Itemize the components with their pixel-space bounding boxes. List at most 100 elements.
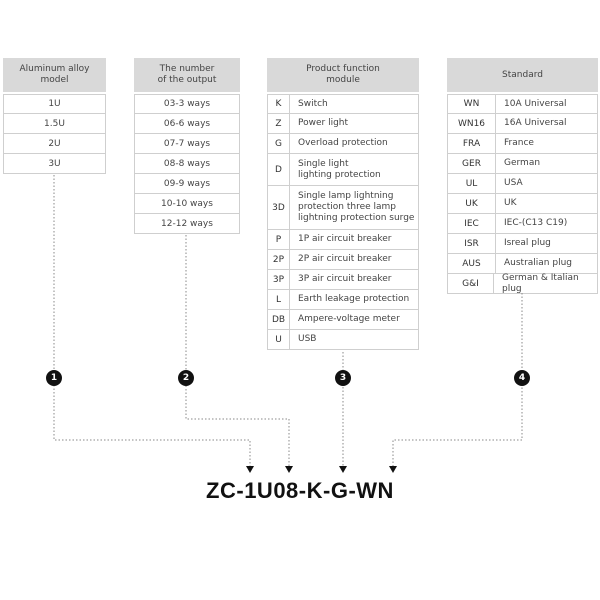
header-line: Aluminum alloy	[19, 64, 90, 74]
header-line: Product function	[306, 64, 380, 74]
cell-value: 3U	[48, 158, 61, 169]
cell-value: 09-9 ways	[163, 178, 211, 189]
table-body: 03-3 ways 06-6 ways 07-7 ways 08-8 ways …	[134, 94, 240, 234]
row-description: Overload protection	[290, 134, 388, 153]
badge-2: 2	[178, 370, 194, 386]
row-code: FRA	[448, 134, 496, 153]
table-row: 08-8 ways	[134, 154, 240, 174]
row-description: IEC-(C13 C19)	[496, 214, 567, 233]
cell-value: 1U	[48, 99, 61, 109]
desc-line: USB	[298, 334, 317, 344]
header-line: model	[40, 75, 69, 85]
desc-line: 1P air circuit breaker	[298, 234, 392, 244]
header-line: of the output	[157, 75, 217, 85]
row-description: 3P air circuit breaker	[290, 270, 391, 289]
badge-1: 1	[46, 370, 62, 386]
badge-3: 3	[335, 370, 351, 386]
table-row: ISR Isreal plug	[447, 234, 598, 254]
table-row: 2U	[3, 134, 106, 154]
row-description: 2P air circuit breaker	[290, 250, 391, 269]
row-code: AUS	[448, 254, 496, 273]
cell-value: 03-3 ways	[163, 99, 211, 109]
table-row: IEC IEC-(C13 C19)	[447, 214, 598, 234]
table-row: 1U	[3, 94, 106, 114]
row-code: UL	[448, 174, 496, 193]
row-code: G&I	[448, 274, 494, 293]
arrow-3	[339, 466, 347, 473]
table-row: UK UK	[447, 194, 598, 214]
desc-line: lighting protection	[298, 169, 381, 180]
table-header: Standard	[447, 58, 598, 92]
row-code: G	[268, 134, 290, 153]
desc-line: protection three lamp	[298, 202, 397, 212]
cell-value: 2U	[48, 138, 61, 149]
model-code: ZC-1U08-K-G-WN	[206, 478, 394, 503]
desc-line: Single light	[298, 158, 349, 169]
table-row: 12-12 ways	[134, 214, 240, 234]
cell-value: 12-12 ways	[161, 218, 213, 229]
cell-value: 07-7 ways	[163, 138, 211, 149]
table-row: DB Ampere-voltage meter	[267, 310, 419, 330]
table-row: 3U	[3, 154, 106, 174]
desc-line: 2P air circuit breaker	[298, 254, 392, 264]
row-code: K	[268, 95, 290, 113]
table-row: 3P 3P air circuit breaker	[267, 270, 419, 290]
cell-value: 1.5U	[44, 118, 65, 129]
arrow-2	[285, 466, 293, 473]
table-row: AUS Australian plug	[447, 254, 598, 274]
table-row: FRA France	[447, 134, 598, 154]
row-description: Earth leakage protection	[290, 290, 409, 309]
header-line: The number	[159, 64, 215, 74]
row-description: 16A Universal	[496, 114, 567, 133]
table-row: U USB	[267, 330, 419, 350]
table-row: L Earth leakage protection	[267, 290, 419, 310]
desc-line: lightning protection surge	[298, 213, 415, 223]
row-description: France	[496, 134, 534, 153]
table-row: 07-7 ways	[134, 134, 240, 154]
desc-line: Power light	[298, 118, 349, 128]
row-code: 3D	[268, 186, 290, 229]
table-body: 1U 1.5U 2U 3U	[3, 94, 106, 174]
desc-line: 10A Universal	[504, 98, 567, 109]
row-code: DB	[268, 310, 290, 329]
table-row: 1.5U	[3, 114, 106, 134]
arrow-1	[246, 466, 254, 473]
table-row: 2P 2P air circuit breaker	[267, 250, 419, 270]
table-row: G Overload protection	[267, 134, 419, 154]
connector-4	[392, 293, 523, 468]
table-row: 06-6 ways	[134, 114, 240, 134]
row-code: IEC	[448, 214, 496, 233]
row-code: GER	[448, 154, 496, 173]
table-row: 10-10 ways	[134, 194, 240, 214]
row-code: D	[268, 154, 290, 185]
row-code: WN	[448, 95, 496, 113]
arrow-4	[389, 466, 397, 473]
row-description: USB	[290, 330, 316, 349]
badge-number: 4	[518, 373, 526, 383]
row-description: Ampere-voltage meter	[290, 310, 400, 329]
connector-2	[185, 235, 290, 468]
cell-value: 10-10 ways	[161, 198, 213, 209]
row-description: Power light	[290, 114, 348, 133]
row-code: 2P	[268, 250, 290, 269]
table-row: GER German	[447, 154, 598, 174]
row-code: P	[268, 230, 290, 249]
desc-line: 3P air circuit breaker	[298, 274, 392, 284]
desc-line: France	[504, 138, 534, 148]
table-row: 03-3 ways	[134, 94, 240, 114]
desc-line: Isreal plug	[504, 238, 551, 248]
cell-value: 06-6 ways	[163, 118, 211, 129]
table-body: WN 10A Universal WN16 16A Universal FRA …	[447, 94, 598, 294]
badge-4: 4	[514, 370, 530, 386]
desc-line: 16A Universal	[504, 118, 567, 128]
row-description: Australian plug	[496, 254, 572, 273]
